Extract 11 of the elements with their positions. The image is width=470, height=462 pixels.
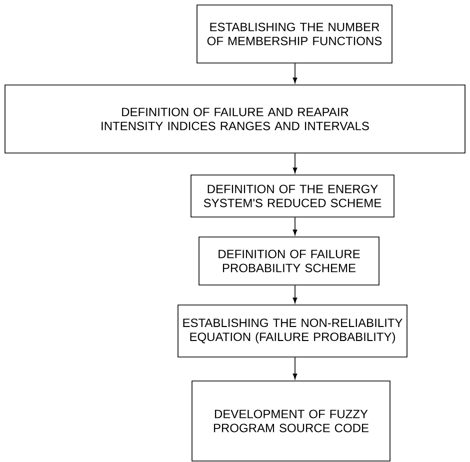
arrow [292, 153, 298, 174]
arrow [292, 217, 298, 236]
process-box: DEFINITION OF THE ENERGY SYSTEM'S REDUCED SCHEME [190, 174, 394, 218]
arrow [292, 285, 298, 304]
process-box: ESTABLISHING THE NUMBER OF MEMBERSHIP FUNCTIONS [196, 4, 392, 64]
process-box: DEFINITION OF FAILURE AND REAPAIR INTENSITY INDICES RANGES AND INTERVALS [4, 84, 466, 154]
arrow [292, 63, 298, 84]
arrow [292, 357, 298, 380]
process-box: ESTABLISHING THE NON-RELIABILITY EQUATION (FAILURE PROBABILITY) [178, 304, 408, 358]
process-box: DEVELOPMENT OF FUZZY PROGRAM SOURCE CODE [192, 380, 390, 462]
process-box: DEFINITION OF FAILURE PROBABILITY SCHEME [198, 236, 380, 286]
